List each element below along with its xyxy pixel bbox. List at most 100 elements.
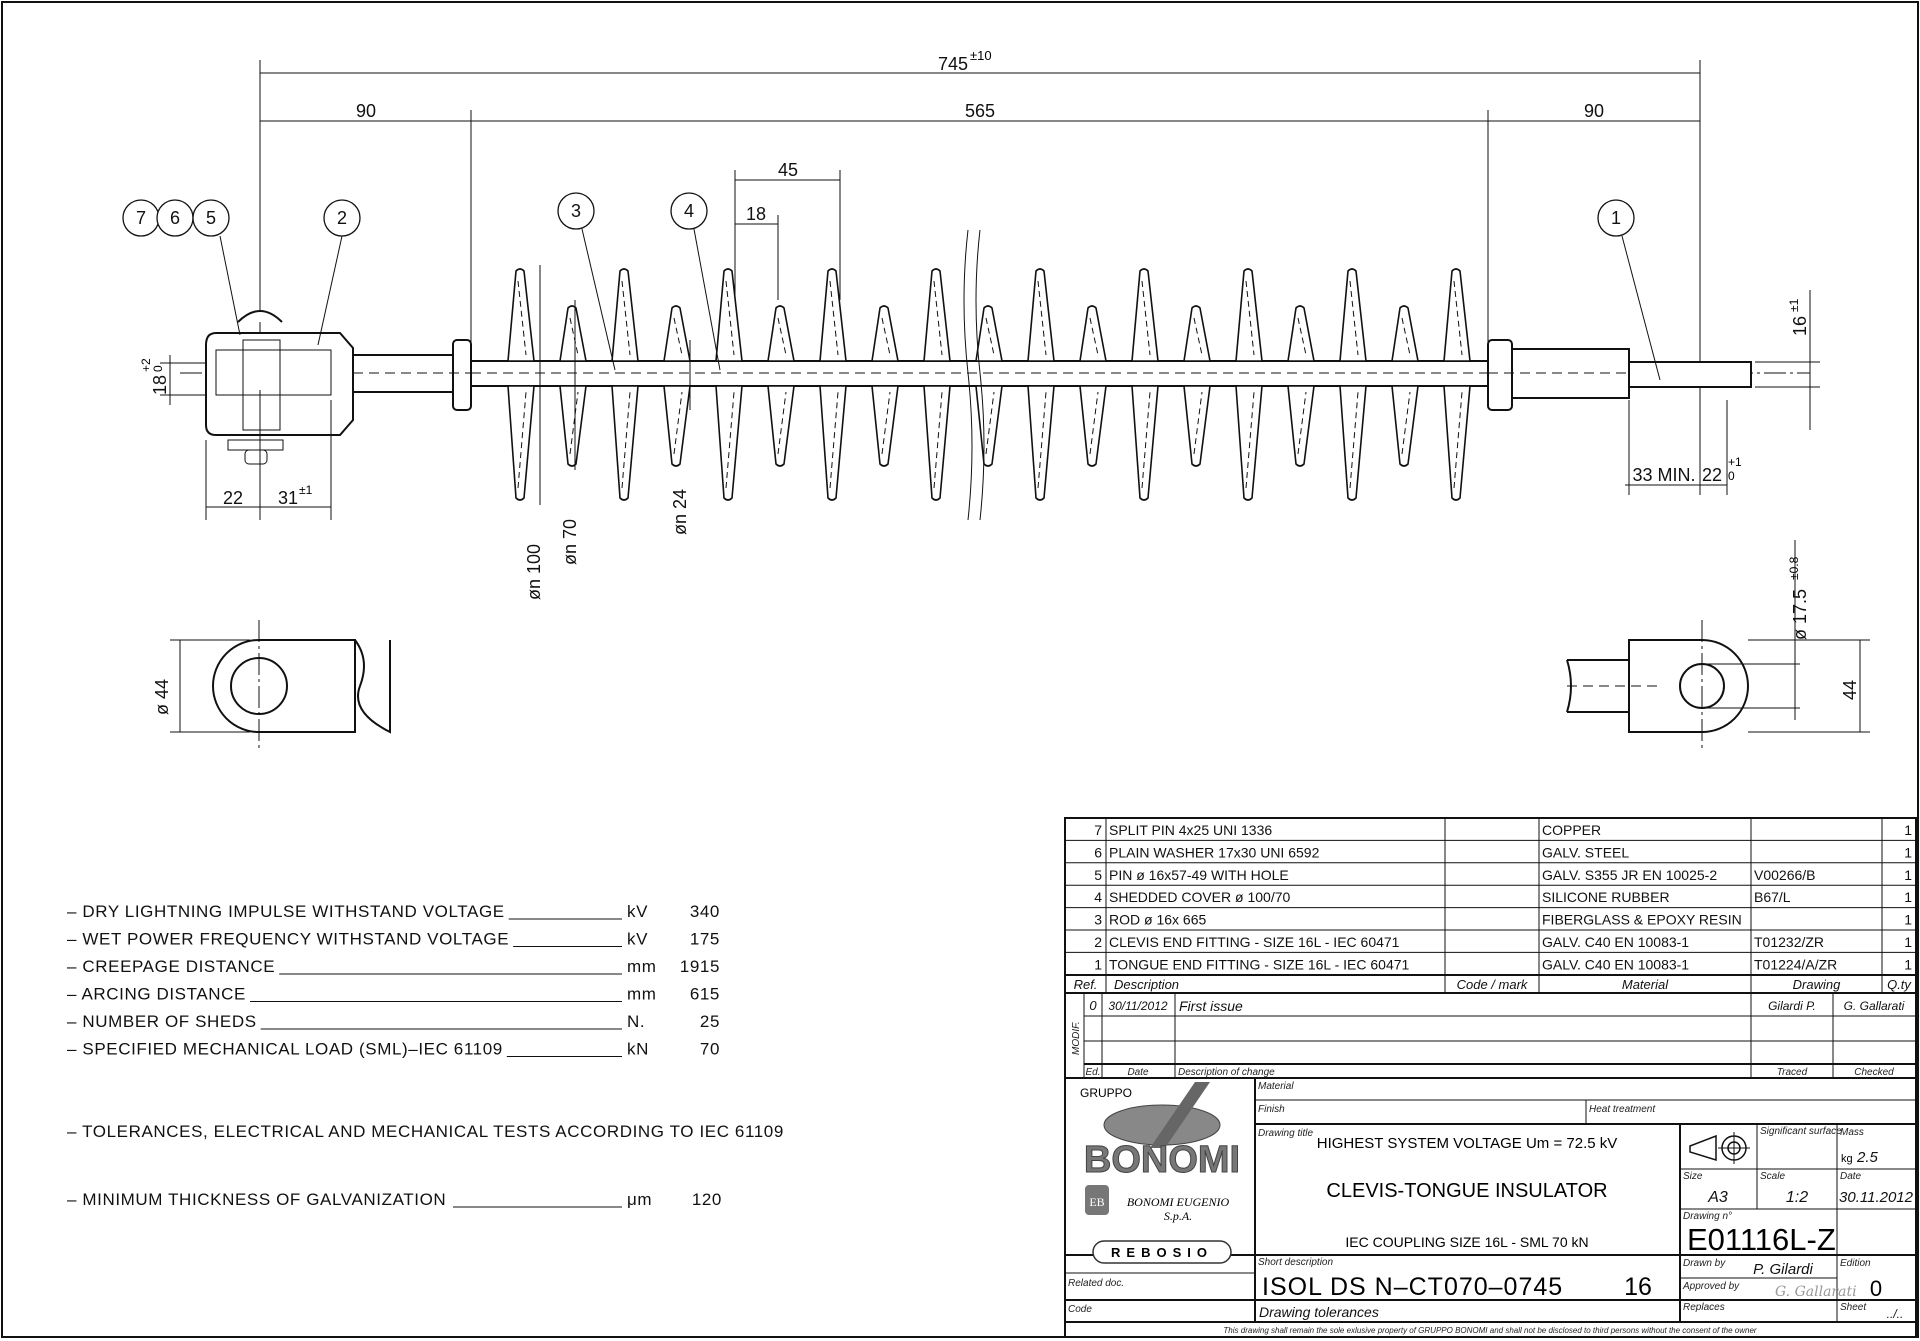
dim-shed-thickness: 18 <box>746 204 766 224</box>
mass-label: Mass <box>1840 1127 1864 1138</box>
significant-surface-label: Significant surface <box>1760 1126 1842 1137</box>
date-label: Date <box>1840 1171 1862 1182</box>
title-line2: CLEVIS-TONGUE INSULATOR <box>1326 1180 1607 1202</box>
note-tolerances: – TOLERANCES, ELECTRICAL AND MECHANICAL … <box>67 1122 784 1141</box>
shed-hidden-line <box>1193 317 1203 455</box>
logo-sub2: S.p.A. <box>1164 1209 1192 1223</box>
scale-value: 1:2 <box>1786 1189 1808 1206</box>
dim-insulating-length: 565 <box>965 101 995 121</box>
dim-clevis-22: 22 <box>223 488 243 508</box>
dim-clevis-gap: 18 <box>150 375 170 395</box>
parts-cell-description: SPLIT PIN 4x25 UNI 1336 <box>1109 822 1272 838</box>
balloon-label: 7 <box>136 208 146 228</box>
replaces-label: Replaces <box>1683 1302 1725 1313</box>
galv-unit: μm <box>627 1190 652 1209</box>
parts-header-qty: Q.ty <box>1887 977 1912 992</box>
modif-date: 30/11/2012 <box>1108 999 1167 1013</box>
dim-tongue-width: 44 <box>1840 680 1860 700</box>
dim-tongue-22-tol-lower: 0 <box>1728 469 1735 483</box>
dimension-segments: 90 565 90 <box>260 101 1700 345</box>
parts-cell-description: PLAIN WASHER 17x30 UNI 6592 <box>1109 844 1320 860</box>
balloon-label: 1 <box>1611 208 1621 228</box>
parts-cell-qty: 1 <box>1904 912 1912 928</box>
date-value: 30.11.2012 <box>1839 1189 1914 1206</box>
drawing-number: E01116L-Z <box>1687 1222 1836 1257</box>
modif-h-traced: Traced <box>1777 1067 1808 1078</box>
large-shed <box>507 268 535 501</box>
dim-core: øn 24 <box>670 489 690 535</box>
title-block: GRUPPO BONOMI EB BONOMI EUGENIO S.p.A. R… <box>1065 1078 1916 1335</box>
dim-clevis-dia: ø 44 <box>152 679 172 715</box>
parts-cell-qty: 1 <box>1904 844 1912 860</box>
parts-cell-material: GALV. STEEL <box>1542 844 1629 860</box>
logo-name: BONOMI <box>1084 1139 1240 1181</box>
title-line3: IEC COUPLING SIZE 16L - SML 70 kN <box>1345 1234 1588 1250</box>
parts-cell-description: SHEDDED COVER ø 100/70 <box>1109 889 1290 905</box>
shed-hidden-line <box>1401 317 1411 455</box>
sheet-value: ../.. <box>1887 1307 1904 1321</box>
parts-cell-drawing: B67/L <box>1754 889 1791 905</box>
parts-header-code: Code / mark <box>1457 977 1529 992</box>
shed-hidden-line <box>777 317 787 455</box>
parts-cell-qty: 1 <box>1904 956 1912 972</box>
dim-tongue-33: 33 MIN. <box>1632 465 1695 485</box>
spec-unit: kV <box>627 902 648 921</box>
spec-unit: kV <box>627 930 648 949</box>
electrical-specs: – DRY LIGHTNING IMPULSE WITHSTAND VOLTAG… <box>67 902 719 1059</box>
parts-cell-ref: 7 <box>1094 822 1102 838</box>
parts-cell-ref: 5 <box>1094 867 1102 883</box>
large-shed <box>1027 268 1055 501</box>
dim-overall-tol: ±10 <box>970 48 992 63</box>
dim-clevis-gap-tol-upper: +2 <box>139 358 153 372</box>
dim-left-fitting: 90 <box>356 101 376 121</box>
large-shed <box>819 268 847 501</box>
dim-clevis-gap-tol-lower: 0 <box>151 365 165 372</box>
modif-traced: Gilardi P. <box>1768 999 1816 1013</box>
balloon-label: 5 <box>206 208 216 228</box>
spec-label: – DRY LIGHTNING IMPULSE WITHSTAND VOLTAG… <box>67 902 505 921</box>
parts-cell-material: GALV. S355 JR EN 10025-2 <box>1542 867 1717 883</box>
clevis-end-fitting <box>205 310 472 465</box>
small-shed <box>1183 305 1211 467</box>
dimension-shed-pitch: 45 18 <box>734 160 841 300</box>
scale-label: Scale <box>1760 1171 1785 1182</box>
balloon-label: 2 <box>337 208 347 228</box>
parts-cell-description: CLEVIS END FITTING - SIZE 16L - IEC 6047… <box>1109 934 1400 950</box>
tongue-side-view: ø 17.5 ±0.8 44 <box>1566 540 1870 750</box>
balloon-circle <box>323 199 361 237</box>
projection-symbol-icon <box>1689 1132 1750 1164</box>
large-shed <box>1443 268 1471 501</box>
title-line1: HIGHEST SYSTEM VOLTAGE Um = 72.5 kV <box>1317 1135 1618 1152</box>
spec-label: – SPECIFIED MECHANICAL LOAD (SML)–IEC 61… <box>67 1040 503 1059</box>
company-logo: GRUPPO BONOMI EB BONOMI EUGENIO S.p.A. R… <box>1080 1082 1241 1264</box>
short-description-number: 16 <box>1624 1273 1652 1301</box>
parts-cell-qty: 1 <box>1904 889 1912 905</box>
shed-hidden-line <box>1349 280 1359 489</box>
shed-hidden-line <box>1453 280 1463 489</box>
parts-cell-qty: 1 <box>1904 867 1912 883</box>
approved-signature: G. Gallarati <box>1775 1284 1857 1300</box>
small-shed <box>767 305 795 467</box>
spec-row: – DRY LIGHTNING IMPULSE WITHSTAND VOLTAG… <box>67 902 719 921</box>
dim-large-shed: øn 100 <box>524 544 544 600</box>
shed-hidden-line <box>673 317 683 455</box>
parts-cell-drawing: T01224/A/ZR <box>1754 956 1837 972</box>
material-label: Material <box>1258 1081 1294 1092</box>
code-label: Code <box>1068 1304 1092 1315</box>
parts-header-ref: Ref. <box>1074 977 1098 992</box>
large-shed <box>1235 268 1263 501</box>
shed-hidden-line <box>517 280 527 489</box>
parts-header-description: Description <box>1114 977 1179 992</box>
dim-tongue-hole: ø 17.5 <box>1790 589 1810 640</box>
logo-group: GRUPPO <box>1080 1086 1132 1100</box>
spec-row: – SPECIFIED MECHANICAL LOAD (SML)–IEC 61… <box>67 1040 719 1059</box>
clevis-side-view: ø 44 <box>152 620 391 750</box>
spec-label: – NUMBER OF SHEDS <box>67 1012 257 1031</box>
parts-header-material: Material <box>1622 977 1669 992</box>
